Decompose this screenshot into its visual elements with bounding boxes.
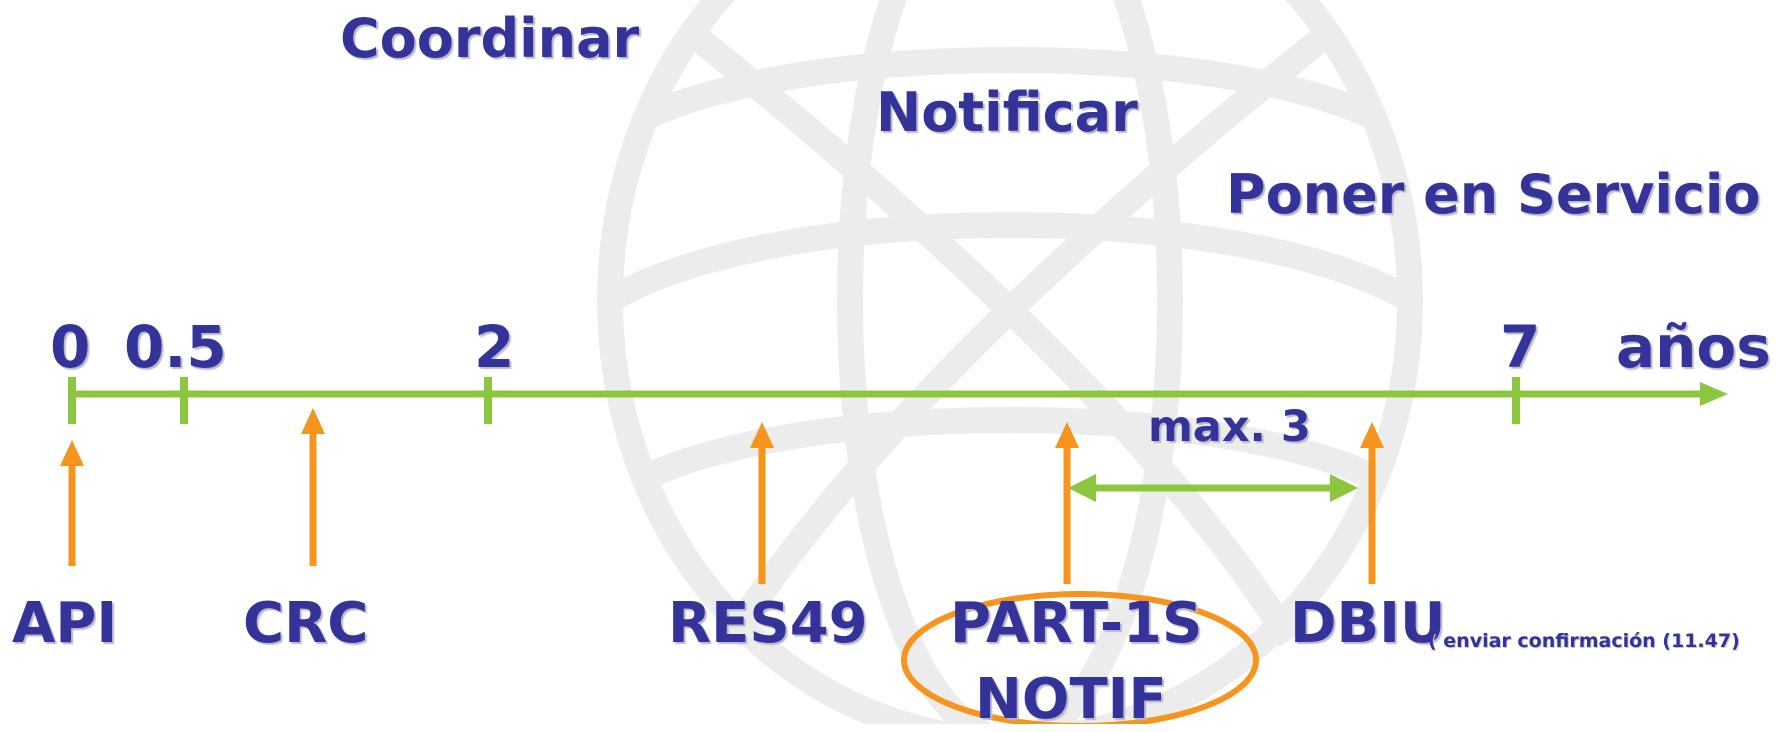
max-interval-label: max. 3 [1148, 402, 1311, 452]
tick-label-0: 0 [50, 313, 91, 381]
part1s-arrowhead [1055, 422, 1079, 448]
event-part1s: PART-1S [950, 591, 1203, 656]
crc-arrowhead [301, 408, 325, 434]
event-part1s-notif: NOTIF [975, 667, 1167, 732]
tick-label-7: 7 [1500, 313, 1541, 381]
tick-label-0-5: 0.5 [124, 313, 227, 381]
event-dbiu: DBIU [1290, 591, 1446, 656]
res49-arrowhead [750, 422, 774, 448]
phase-poner-en-servicio: Poner en Servicio [1226, 163, 1761, 226]
timeline-axis-arrowhead [1700, 382, 1728, 406]
max-interval-arrowhead-left [1068, 474, 1096, 502]
max-interval-arrowhead-right [1330, 474, 1358, 502]
timeline-unit-label: años [1616, 313, 1771, 381]
phase-coordinar: Coordinar [340, 7, 640, 70]
dbiu-arrowhead [1360, 422, 1384, 448]
phase-notificar: Notificar [876, 81, 1138, 144]
tick-label-2: 2 [474, 313, 515, 381]
part1s-highlight-ellipse [901, 591, 1259, 724]
event-crc: CRC [243, 591, 369, 656]
event-dbiu-note: ( enviar confirmación (11.47) [1428, 630, 1740, 652]
event-api: API [12, 591, 118, 656]
api-arrowhead [60, 440, 84, 466]
event-res49: RES49 [668, 591, 868, 656]
